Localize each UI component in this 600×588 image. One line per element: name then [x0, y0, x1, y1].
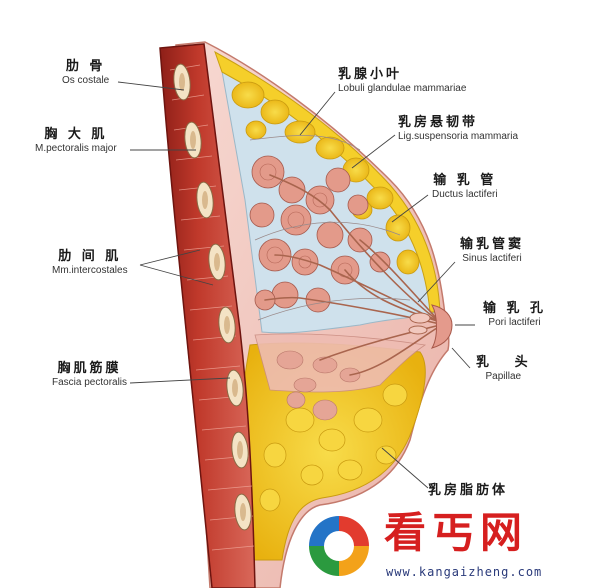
label-suspensoria: 乳房悬韧带 Lig.suspensoria mammaria — [398, 116, 518, 142]
label-pectoralis-zh: 胸 大 肌 — [35, 128, 117, 143]
label-os-costale: 肋 骨 Os costale — [62, 60, 109, 86]
label-lobuli-zh: 乳腺小叶 — [338, 68, 466, 83]
label-papillae-zh: 乳 头 — [476, 356, 531, 371]
label-papillae: 乳 头 Papillae — [476, 356, 531, 382]
label-ductus: 输 乳 管 Ductus lactiferi — [432, 174, 498, 200]
label-pectoralis-en: M.pectoralis major — [35, 143, 117, 155]
label-intercostales-zh: 肋 间 肌 — [52, 250, 128, 265]
label-adipose: 乳房脂肪体 — [428, 484, 508, 499]
label-papillae-en: Papillae — [476, 371, 531, 383]
watermark: 看丐网 www.kangaizheng.com — [300, 505, 600, 588]
label-os-costale-en: Os costale — [62, 75, 109, 87]
label-sinus-en: Sinus lactiferi — [460, 253, 524, 265]
label-pori-zh: 输 乳 孔 — [483, 302, 546, 317]
label-adipose-zh: 乳房脂肪体 — [428, 484, 508, 499]
label-intercostales: 肋 间 肌 Mm.intercostales — [52, 250, 128, 276]
label-fascia-en: Fascia pectoralis — [52, 377, 127, 389]
label-pori-en: Pori lactiferi — [483, 317, 546, 329]
watermark-logo-icon — [304, 511, 374, 581]
label-fascia-zh: 胸肌筋膜 — [52, 362, 127, 377]
label-os-costale-zh: 肋 骨 — [62, 60, 109, 75]
label-ductus-en: Ductus lactiferi — [432, 189, 498, 201]
label-sinus: 输乳管窦 Sinus lactiferi — [460, 238, 524, 264]
label-lobuli-en: Lobuli glandulae mammariae — [338, 83, 466, 95]
watermark-brand: 看丐网 — [384, 509, 528, 557]
label-pectoralis: 胸 大 肌 M.pectoralis major — [35, 128, 117, 154]
label-suspensoria-zh: 乳房悬韧带 — [398, 116, 518, 131]
label-ductus-zh: 输 乳 管 — [432, 174, 498, 189]
label-fascia: 胸肌筋膜 Fascia pectoralis — [52, 362, 127, 388]
label-pori: 输 乳 孔 Pori lactiferi — [483, 302, 546, 328]
label-suspensoria-en: Lig.suspensoria mammaria — [398, 131, 518, 143]
label-intercostales-en: Mm.intercostales — [52, 265, 128, 277]
label-sinus-zh: 输乳管窦 — [460, 238, 524, 253]
watermark-url: www.kangaizheng.com — [386, 565, 542, 579]
label-lobuli: 乳腺小叶 Lobuli glandulae mammariae — [338, 68, 466, 94]
